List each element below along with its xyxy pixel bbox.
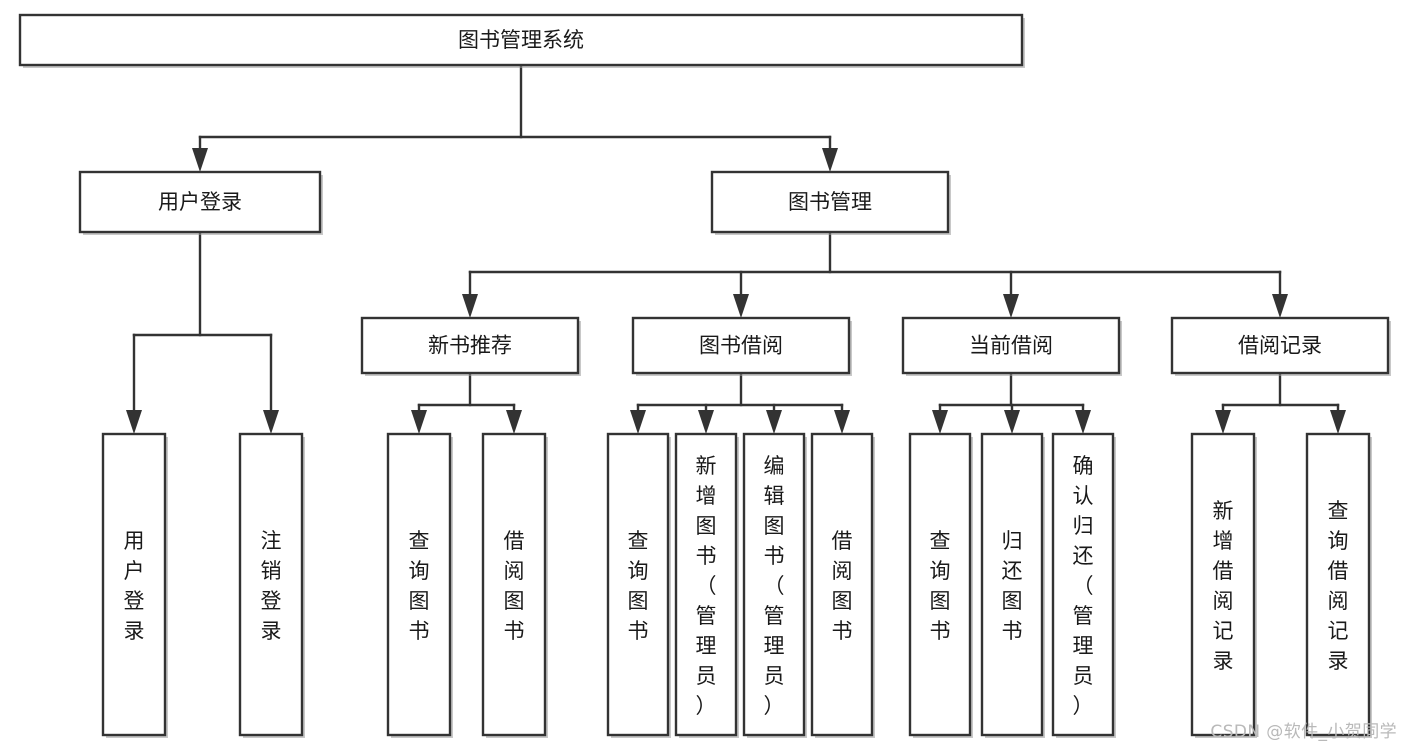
node-fn-borrow-book-new[interactable]: 借阅图书 (481, 432, 548, 738)
node-user-login-module[interactable]: 用户登录 (78, 170, 323, 235)
node-box[interactable] (710, 170, 950, 234)
node-box[interactable] (631, 316, 851, 375)
node-box[interactable] (901, 316, 1121, 375)
node-label: 用户登录 (124, 529, 145, 643)
node-label: 查询图书 (409, 529, 430, 643)
node-book-manage-module[interactable]: 图书管理 (710, 170, 951, 235)
node-label: 新增借阅记录 (1213, 499, 1234, 673)
node-box[interactable] (78, 170, 322, 234)
node-label: 图书管理系统 (458, 28, 584, 52)
connector-group (1215, 371, 1346, 434)
node-label: 查询图书 (930, 529, 951, 643)
node-label: 借阅图书 (504, 529, 525, 643)
node-label: 用户登录 (158, 190, 242, 214)
node-box[interactable] (238, 432, 304, 737)
connector-group (630, 371, 850, 434)
node-fn-edit-book-admin[interactable]: 编辑图书（管理员） (742, 432, 807, 738)
node-label: 注销登录 (261, 529, 282, 643)
node-fn-user-logout[interactable]: 注销登录 (238, 432, 305, 738)
node-box[interactable] (742, 432, 806, 737)
node-box[interactable] (810, 432, 874, 737)
node-label: 借阅图书 (832, 529, 853, 643)
node-box[interactable] (908, 432, 972, 737)
node-fn-query-borrow-record[interactable]: 查询借阅记录 (1305, 432, 1372, 738)
connector-group (932, 371, 1091, 434)
node-label: 查询图书 (628, 529, 649, 643)
node-root[interactable]: 图书管理系统 (18, 13, 1025, 68)
node-fn-borrow-book[interactable]: 借阅图书 (810, 432, 875, 738)
node-label: 图书管理 (788, 190, 872, 214)
connector-group (462, 230, 1288, 318)
connector-layer (126, 63, 1346, 434)
node-box[interactable] (1170, 316, 1390, 375)
node-new-book-recommend[interactable]: 新书推荐 (360, 316, 581, 376)
node-box[interactable] (386, 432, 452, 737)
node-label: 新书推荐 (428, 334, 512, 358)
node-label: 编辑图书（管理员） (764, 454, 785, 718)
node-label: 当前借阅 (969, 334, 1053, 358)
node-fn-confirm-return-admin[interactable]: 确认归还（管理员） (1051, 432, 1116, 738)
node-label: 查询借阅记录 (1328, 499, 1349, 673)
node-label: 借阅记录 (1238, 334, 1322, 358)
node-fn-return-book[interactable]: 归还图书 (980, 432, 1045, 738)
node-box[interactable] (980, 432, 1044, 737)
node-box[interactable] (674, 432, 738, 737)
connector-group (192, 63, 838, 172)
node-layer: 图书管理系统用户登录图书管理新书推荐图书借阅当前借阅借阅记录用户登录注销登录查询… (18, 13, 1391, 738)
node-fn-user-login[interactable]: 用户登录 (101, 432, 168, 738)
node-label: 新增图书（管理员） (696, 454, 717, 718)
node-label: 确认归还（管理员） (1073, 454, 1094, 718)
node-fn-query-book-borrow[interactable]: 查询图书 (606, 432, 671, 738)
node-fn-query-book-new[interactable]: 查询图书 (386, 432, 453, 738)
node-box[interactable] (1190, 432, 1256, 737)
node-box[interactable] (606, 432, 670, 737)
node-book-borrow[interactable]: 图书借阅 (631, 316, 852, 376)
node-label: 归还图书 (1002, 529, 1023, 643)
node-label: 图书借阅 (699, 334, 783, 358)
node-box[interactable] (18, 13, 1024, 67)
node-box[interactable] (1305, 432, 1371, 737)
node-fn-query-book-current[interactable]: 查询图书 (908, 432, 973, 738)
node-current-borrow[interactable]: 当前借阅 (901, 316, 1122, 376)
node-box[interactable] (1051, 432, 1115, 737)
node-box[interactable] (101, 432, 167, 737)
connector-group (411, 371, 522, 434)
node-borrow-record[interactable]: 借阅记录 (1170, 316, 1391, 376)
node-fn-add-borrow-record[interactable]: 新增借阅记录 (1190, 432, 1257, 738)
node-box[interactable] (360, 316, 580, 375)
connector-group (126, 230, 279, 434)
node-fn-add-book-admin[interactable]: 新增图书（管理员） (674, 432, 739, 738)
node-box[interactable] (481, 432, 547, 737)
